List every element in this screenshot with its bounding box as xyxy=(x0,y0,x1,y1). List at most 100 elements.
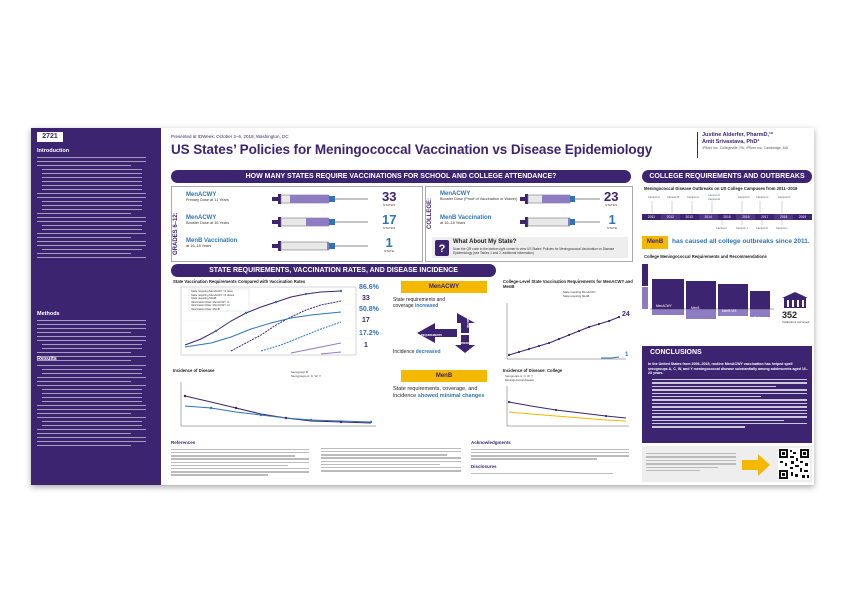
references-heading: References xyxy=(171,440,196,445)
grades-label-wrap: GRADES 6–12: xyxy=(173,193,183,257)
references-cont xyxy=(321,446,461,482)
what-about-title: What About My State? xyxy=(453,239,517,245)
grades-row-2: MenACWY Booster Dose at 16 Years xyxy=(186,215,229,225)
building-icon xyxy=(782,292,808,308)
total-label: Institutions surveyed xyxy=(782,320,810,324)
results-heading: Results xyxy=(37,356,57,362)
chart2-legend: State requiring MenACWY State requiring … xyxy=(563,290,596,298)
year-cell: 2013 xyxy=(679,214,699,220)
poster-title: US States’ Policies for Meningococcal Va… xyxy=(171,142,653,157)
results-section: Results xyxy=(37,356,155,449)
year-cell: 2019 xyxy=(793,214,813,220)
svg-text:Campus A: Campus A xyxy=(648,195,660,199)
grades-unit-1: STATES xyxy=(383,203,396,207)
college-panel: COLLEGE: MenACWY Booster Dose (Proof of … xyxy=(425,186,633,262)
grades-vaccine-1: MenACWY xyxy=(186,192,217,198)
menacwy-side-text2-hl: decreased xyxy=(415,349,441,355)
grades-sub-3: at 16–18 Years xyxy=(186,244,212,248)
grades-count-3-wrap: 1 STATE xyxy=(384,236,394,253)
chart1-legend: State requiring MenACWY ×1 dose State re… xyxy=(191,290,249,311)
arrow-right-icon xyxy=(742,454,770,476)
conclusions-lines xyxy=(652,377,807,430)
svg-text:Campus B: Campus B xyxy=(667,195,679,199)
grades-vaccine-2: MenACWY xyxy=(186,215,217,221)
syringe-icon xyxy=(272,215,368,234)
grades-sub-2: Booster Dose at 16 Years xyxy=(186,221,230,225)
qr-box xyxy=(642,446,812,482)
grades-panel: GRADES 6–12: MenACWY Primary Dose at 11 … xyxy=(171,186,423,262)
college-label: COLLEGE: xyxy=(427,198,433,229)
year-cell: 2015 xyxy=(717,214,737,220)
college-vaccine-2: MenB Vaccination xyxy=(440,215,492,221)
incidence-chart-2: Incidence of Disease: College Serogroups… xyxy=(501,368,636,434)
incidence1-legend: Serogroup B Serogroups A, C, W, Y xyxy=(291,370,321,378)
college-req-bars xyxy=(642,264,774,319)
menb-side-text-hl: showed minimal changes xyxy=(417,393,485,399)
svg-text:Campus F: Campus F xyxy=(738,195,750,199)
disclosures-heading: Disclosures xyxy=(471,464,497,469)
grades-vaccine-3: MenB Vaccination xyxy=(186,238,238,244)
year-cell: 2014 xyxy=(698,214,718,220)
incidence-chart-1: Incidence of Disease Serogroup B Serogro… xyxy=(171,368,386,434)
grades-sub-1: Primary Dose at 11 Years xyxy=(186,198,229,202)
banner-state-requirements: STATE REQUIREMENTS, VACCINATION RATES, A… xyxy=(171,264,496,277)
syringe-icon xyxy=(272,192,368,211)
legend-item: Vaccination Rate: MenACWY ×1 xyxy=(191,300,230,304)
college-vaccine-1: MenACWY xyxy=(440,191,471,197)
chart1-title: State Vaccination Requirements Compared … xyxy=(173,279,306,284)
chart2-title: College-Level State Vaccination Requirem… xyxy=(503,279,633,289)
methods-section: Methods xyxy=(37,311,155,364)
label-1: 1 xyxy=(364,342,368,349)
college-unit-1: STATES xyxy=(605,203,618,207)
college-count-1-wrap: 23 STATES xyxy=(604,190,618,207)
incidence2-legend: Serogroups A, C, W, Y Meningococcal dise… xyxy=(505,374,534,382)
legend-item: State requiring MenACWY ×2 doses xyxy=(191,293,235,297)
syringe-icon xyxy=(520,215,600,234)
college-sub-1: Booster Dose (Proof of Vaccination or Wa… xyxy=(440,197,518,201)
menb-badge: MenB xyxy=(642,236,668,249)
grades-unit-3: STATE xyxy=(384,249,395,253)
syringe-icon xyxy=(272,239,368,258)
year-cell: 2017 xyxy=(755,214,775,220)
college-count-2-wrap: 1 STATE xyxy=(607,213,617,230)
college-count-2: 1 xyxy=(608,212,616,227)
bar-menb-vis xyxy=(718,284,748,309)
presented-at: Presented at IDWeek; October 2–6, 2019; … xyxy=(171,134,289,139)
legend-item: Serogroups A, C, W, Y xyxy=(291,374,321,378)
menacwy-side-text2-main: Incidence xyxy=(393,349,415,355)
vaccination-rates-chart: State Vaccination Requirements Compared … xyxy=(171,279,386,366)
year-cell: 2018 xyxy=(774,214,794,220)
label-86: 86.6% xyxy=(359,284,379,291)
left-column: 2721 Introduction Methods Results xyxy=(31,128,161,485)
references: References xyxy=(171,440,311,482)
svg-text:Campus G: Campus G xyxy=(756,195,768,199)
menacwy-side-text: State requirements and coverage increase… xyxy=(393,297,453,309)
outbreaks-panel: Meningococcal Disease Outbreaks on US Co… xyxy=(642,186,813,250)
bar-label-menb-vis: MenB VIS xyxy=(722,309,737,313)
menacwy-side-text-2: Incidence decreased xyxy=(393,349,453,355)
conclusions-text: In the United States from 2006–2015, rou… xyxy=(648,362,808,376)
chart2-svg xyxy=(506,303,626,360)
side-summary: MenACWY State requirements and coverage … xyxy=(391,279,496,434)
affiliation: ¹Pfizer Inc, Collegeville, PA; ²Pfizer I… xyxy=(702,146,788,150)
total-count: 352 xyxy=(782,310,798,320)
grades-count-3: 1 xyxy=(385,235,393,250)
year-cell: 2012 xyxy=(660,214,680,220)
grades-unit-2: STATES xyxy=(383,226,396,230)
chart1-svg xyxy=(180,286,357,356)
cycle-arrows-icon xyxy=(417,313,475,353)
poster: 2721 Introduction Methods Results xyxy=(31,128,814,485)
grades-row-3: MenB Vaccination at 16–18 Years xyxy=(186,238,237,248)
banner-conclusions: CONCLUSIONS xyxy=(642,346,812,359)
svg-text:Campus I: Campus I xyxy=(716,226,727,230)
acknowledgments: Acknowledgments Disclosures xyxy=(471,440,631,482)
introduction-section: Introduction xyxy=(37,148,155,261)
legend-item: Serogroup B xyxy=(291,370,308,374)
college-sub-2: at 16–18 Years xyxy=(440,221,466,225)
legend-item: Vaccination Rate: MenB xyxy=(191,307,220,311)
ack-heading: Acknowledgments xyxy=(471,440,511,445)
legend-item: Serogroups A, C, W, Y xyxy=(505,374,533,378)
menb-outbreak-callout: MenB has caused all college outbreaks si… xyxy=(642,236,812,249)
what-about-text: Scan the QR code in the bottom right cor… xyxy=(453,247,615,255)
outbreak-years: 2011 2012 2013 2014 2015 2016 2017 2018 … xyxy=(642,214,813,220)
